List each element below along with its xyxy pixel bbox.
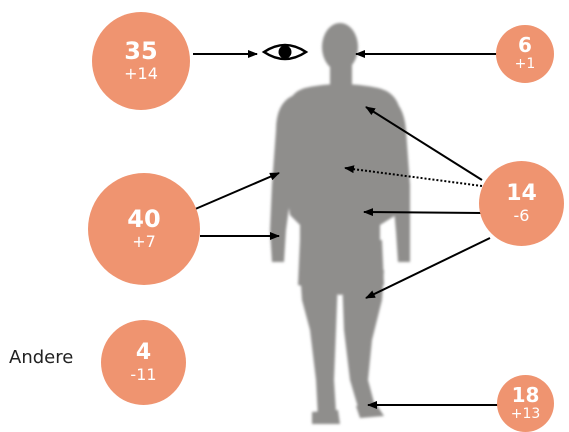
arrow-upper-torso	[193, 173, 279, 210]
bubble-change: +7	[132, 233, 156, 251]
bubble-feet: 18 +13	[497, 375, 554, 432]
bubble-value: 18	[512, 385, 540, 405]
bubble-other: 4 -11	[101, 320, 186, 405]
bubble-value: 6	[518, 35, 532, 55]
arrow-abdomen	[364, 212, 482, 213]
bubble-eyes: 35 +14	[92, 12, 190, 110]
human-silhouette	[270, 23, 410, 424]
bubble-value: 35	[124, 39, 157, 63]
bubble-trunk-legs: 14 -6	[479, 161, 564, 246]
bubble-value: 4	[136, 342, 151, 364]
bubble-head: 6 +1	[496, 25, 554, 83]
bubble-change: +1	[515, 57, 536, 72]
bubble-change: -6	[514, 207, 530, 225]
eye-icon	[264, 45, 306, 59]
bubble-value: 40	[127, 207, 160, 231]
bubble-change: +14	[124, 65, 158, 83]
arrow-leg	[366, 238, 490, 298]
label-other: Andere	[9, 347, 73, 368]
bubble-change: -11	[130, 366, 156, 384]
bubble-upper-body: 40 +7	[88, 173, 200, 285]
bubble-value: 14	[506, 183, 537, 205]
bubble-change: +13	[511, 407, 541, 422]
